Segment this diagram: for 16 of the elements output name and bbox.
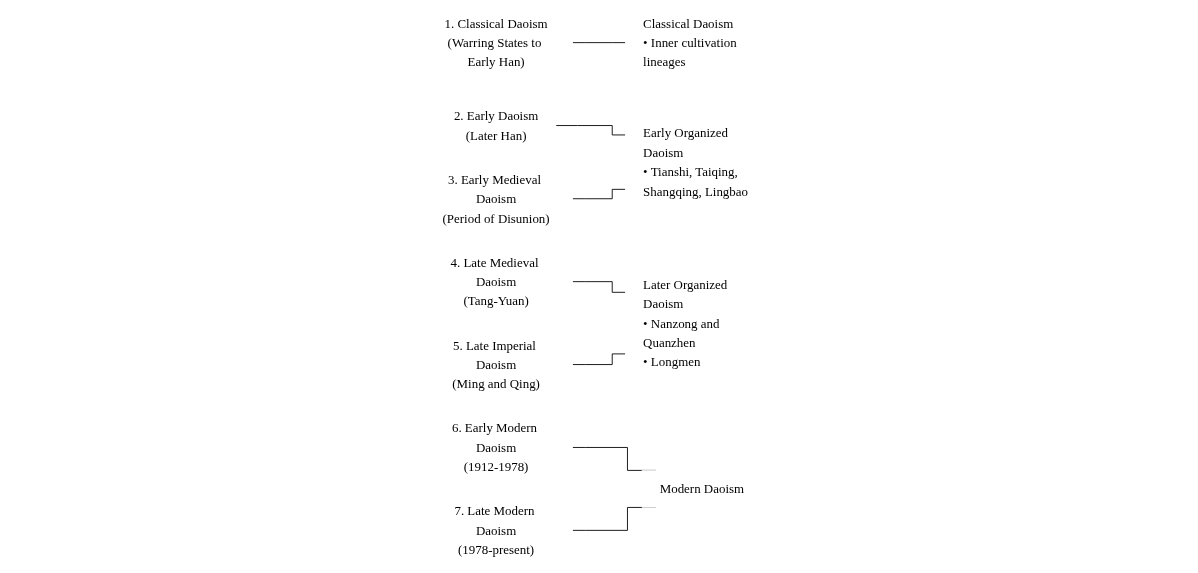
node-text: 5. Late Imperial Daoism (Ming and Qing) xyxy=(452,337,540,392)
node-text: 4. Late Medieval Daoism (Tang-Yuan) xyxy=(450,254,539,309)
connector xyxy=(555,125,626,136)
node-text: Modern Daoism xyxy=(659,481,745,497)
connector xyxy=(572,353,626,365)
node-text: 1. Classical Daoism (Warring States to Early Han) xyxy=(444,15,548,70)
node-text: Later Organized Daoism • Nanzong and Quanzhen • Longmen xyxy=(643,276,728,370)
connector xyxy=(572,281,626,293)
node-text: 7. Late Modern Daoism (1978-present) xyxy=(454,503,535,558)
node-text: Early Organized Daoism • Tianshi, Taiqing, Shangqing, Lingbao xyxy=(643,125,749,199)
node-text: Classical Daoism • Inner cultivation lineages xyxy=(643,15,737,70)
connector xyxy=(572,188,626,200)
node-text: 3. Early Medieval Daoism (Period of Disunion) xyxy=(442,171,550,226)
node-text: 6. Early Modern Daoism (1912-1978) xyxy=(451,420,538,475)
node-text: 2. Early Daoism (Later Han) xyxy=(453,108,539,143)
connector xyxy=(572,42,626,44)
